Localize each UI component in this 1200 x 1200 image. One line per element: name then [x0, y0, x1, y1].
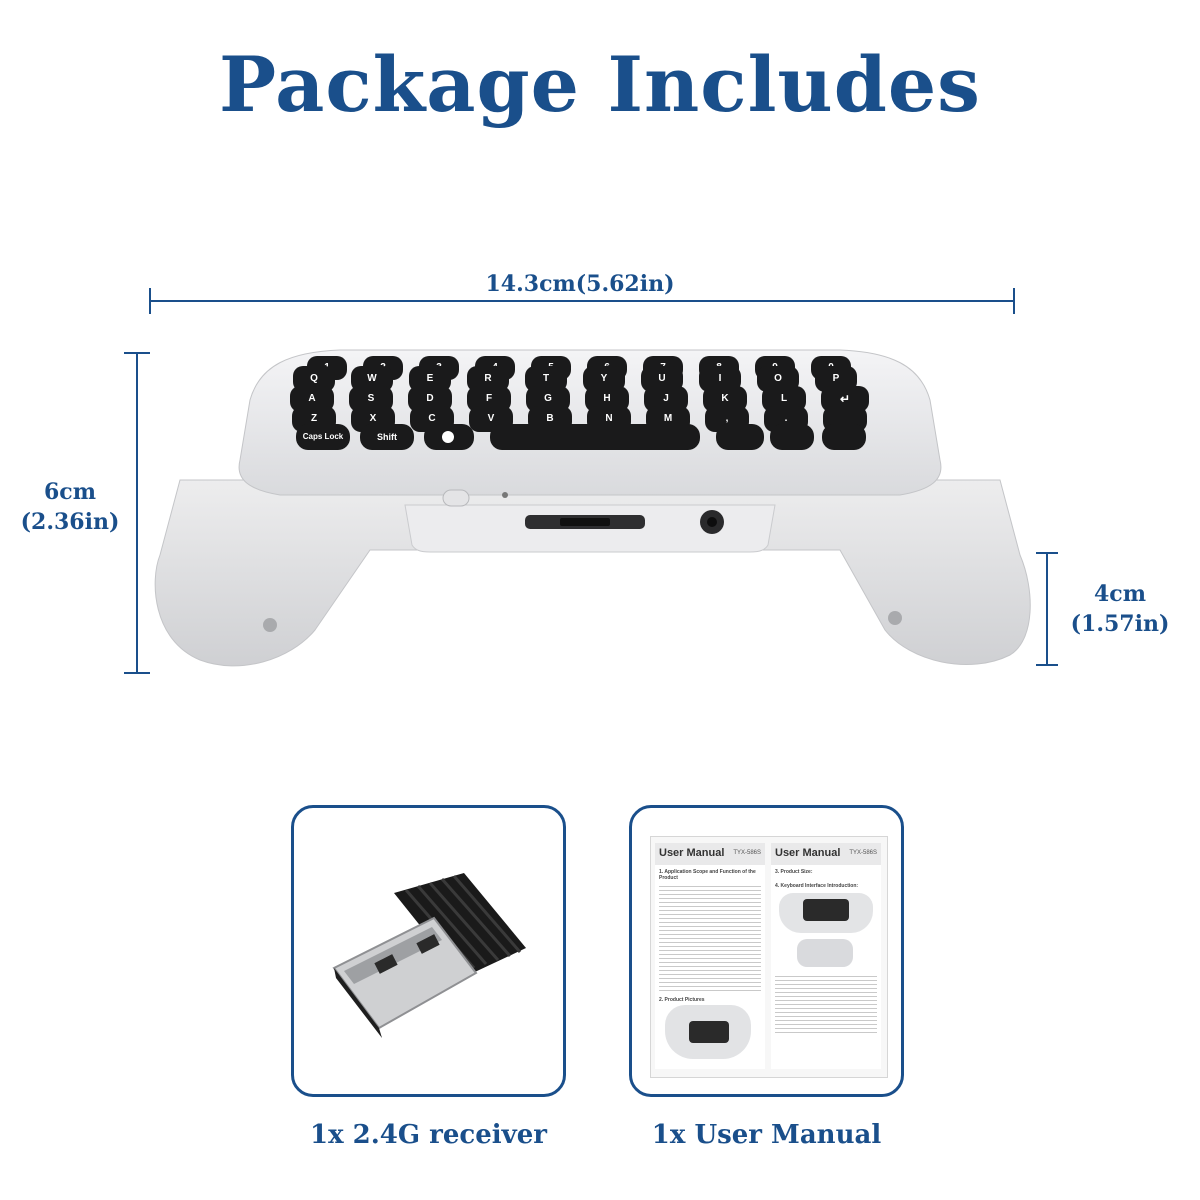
manual-item-box: User Manual TYX-586S 1. Application Scop…	[629, 805, 904, 1097]
manual-right-list	[775, 973, 877, 1033]
grip-dimension-cap-bottom	[1036, 664, 1058, 666]
width-dimension-cap-left	[149, 288, 151, 314]
receiver-caption: 1x 2.4G receiver	[310, 1120, 547, 1150]
manual-left-model: TYX-586S	[733, 850, 761, 856]
manual-right-model: TYX-586S	[849, 850, 877, 856]
width-dimension-label: 14.3cm(5.62in)	[485, 271, 675, 297]
key-left	[716, 424, 764, 450]
height-dimension-cap-bottom	[124, 672, 150, 674]
key-space	[490, 424, 700, 450]
manual-left-title: User Manual	[659, 847, 725, 859]
height-cm-label: 6cm	[44, 479, 96, 505]
manual-left-product-picture	[665, 1005, 751, 1059]
manual-right-header: User Manual TYX-586S	[771, 843, 881, 865]
manual-left-section1: 1. Application Scope and Function of the…	[659, 869, 756, 881]
key-shift: Shift	[360, 424, 414, 450]
manual-left-header: User Manual TYX-586S	[655, 843, 765, 865]
manual-left-page: User Manual TYX-586S 1. Application Scop…	[655, 843, 765, 1069]
page-title: Package Includes	[219, 40, 981, 129]
usb-receiver-image	[332, 873, 526, 1038]
manual-left-body	[659, 883, 761, 993]
height-in-label: (2.36in)	[20, 508, 120, 535]
manual-right-bottom-picture	[797, 939, 853, 967]
grip-cm-label: 4cm	[1094, 581, 1146, 607]
manual-left-section2: 2. Product Pictures	[659, 997, 705, 1003]
manual-right-section4: 4. Keyboard Interface Introduction:	[775, 883, 859, 889]
manual-right-keyboard-picture	[779, 893, 873, 933]
xbox-logo-icon	[442, 431, 454, 443]
key-xbox	[424, 424, 474, 450]
height-dimension-line	[136, 353, 138, 673]
height-dimension-label: 6cm (2.36in)	[10, 478, 130, 538]
manual-right-section3: 3. Product Size:	[775, 869, 813, 875]
key-right-b	[822, 424, 866, 450]
width-dimension-line	[150, 300, 1014, 302]
grip-dimension-label: 4cm (1.57in)	[1060, 580, 1180, 639]
grip-in-label: (1.57in)	[1070, 610, 1170, 637]
height-dimension-cap-top	[124, 352, 150, 354]
key-right-a	[770, 424, 814, 450]
manual-caption: 1x User Manual	[651, 1120, 882, 1150]
width-dimension-cap-right	[1013, 288, 1015, 314]
grip-dimension-cap-top	[1036, 552, 1058, 554]
key-caps-lock: Caps Lock	[296, 424, 350, 450]
manual-image: User Manual TYX-586S 1. Application Scop…	[650, 836, 888, 1078]
manual-right-title: User Manual	[775, 847, 841, 859]
grip-dimension-line	[1046, 553, 1048, 665]
receiver-item-box	[291, 805, 566, 1097]
manual-right-page: User Manual TYX-586S 3. Product Size: 4.…	[771, 843, 881, 1069]
